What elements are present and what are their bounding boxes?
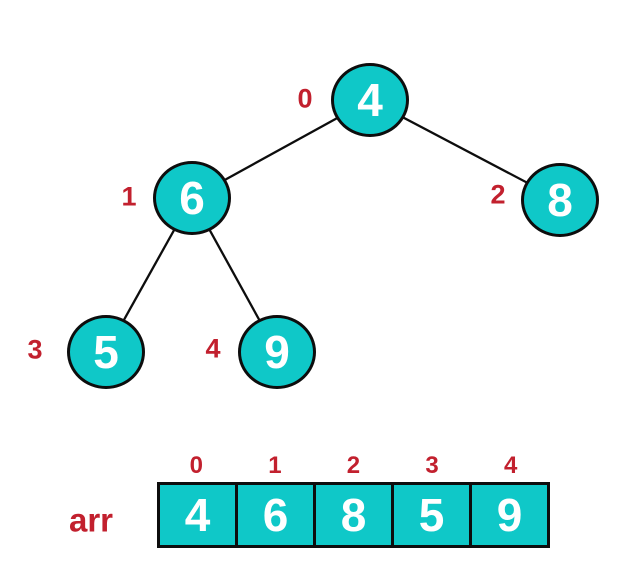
array-cell-value: 4 [184, 489, 211, 541]
array-cell: 5 [391, 482, 472, 548]
array-index-0: 0 [189, 452, 203, 479]
array-cell-value: 9 [496, 489, 523, 541]
array-representation: 4 6 8 5 9 [157, 482, 550, 548]
array-cell: 9 [469, 482, 550, 548]
array-index-3: 3 [425, 452, 439, 479]
tree-node-root: 4 [331, 63, 409, 137]
array-cell-value: 5 [418, 489, 445, 541]
tree-node-leaf-right: 9 [238, 315, 316, 389]
array-index-1: 1 [268, 452, 282, 479]
tree-node-value: 4 [357, 74, 383, 126]
tree-node-right-child: 8 [521, 163, 599, 237]
array-cell: 6 [235, 482, 316, 548]
array-name-label: arr [68, 501, 114, 539]
tree-node-left-child: 6 [153, 161, 231, 235]
array-index-2: 2 [346, 452, 361, 479]
array-cell: 4 [157, 482, 238, 548]
array-index-4: 4 [503, 452, 518, 479]
tree-node-leaf-left: 5 [67, 315, 145, 389]
array-index-row: 0 1 2 3 4 [157, 452, 550, 480]
tree-node-value: 6 [179, 172, 205, 224]
array-cell-value: 8 [340, 489, 367, 541]
tree-node-value: 5 [93, 326, 119, 378]
tree-node-index-0: 0 [297, 83, 313, 114]
tree-node-index-2: 2 [490, 179, 506, 210]
array-cell-value: 6 [262, 489, 289, 541]
tree-node-index-4: 4 [205, 333, 221, 364]
array-cell: 8 [313, 482, 394, 548]
tree-node-index-3: 3 [27, 334, 43, 365]
tree-node-value: 9 [264, 326, 290, 378]
tree-node-value: 8 [547, 174, 573, 226]
tree-node-index-1: 1 [121, 181, 137, 212]
